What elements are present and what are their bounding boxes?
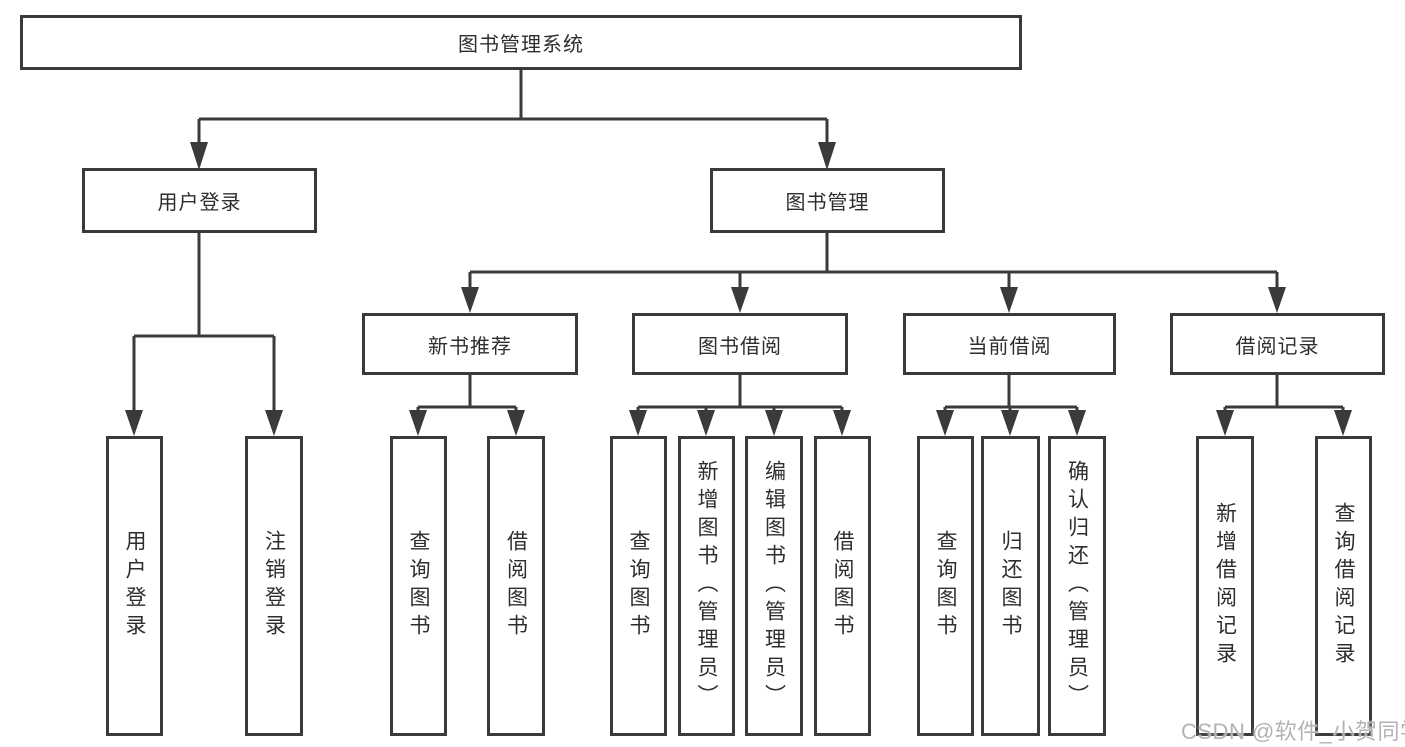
node-label: 查询借阅记录 — [1332, 502, 1355, 670]
node-label: 借阅记录 — [1235, 335, 1320, 358]
node-label: 图书借阅 — [698, 335, 782, 358]
node-label: 当前借阅 — [967, 335, 1052, 358]
node-label: 新增借阅记录 — [1213, 502, 1237, 670]
node-label: 编辑图书（管理员） — [762, 460, 786, 712]
node-label: 用户登录 — [123, 530, 146, 642]
leaf-edit-book-admin: 编辑图书（管理员） — [745, 436, 803, 736]
node-label: 借阅图书 — [504, 530, 528, 642]
leaf-query-borrow-record: 查询借阅记录 — [1315, 436, 1372, 736]
leaf-user-login: 用户登录 — [106, 436, 163, 736]
node-label: 用户登录 — [157, 192, 242, 214]
node-current-borrow: 当前借阅 — [903, 313, 1116, 375]
leaf-add-book-admin: 新增图书（管理员） — [678, 436, 735, 736]
node-label: 图书管理 — [785, 192, 870, 214]
leaf-add-borrow-record: 新增借阅记录 — [1196, 436, 1254, 736]
leaf-query-books-current: 查询图书 — [917, 436, 974, 736]
node-label: 查询图书 — [934, 530, 957, 642]
node-label: 借阅图书 — [831, 530, 854, 642]
node-user-login: 用户登录 — [82, 168, 317, 233]
node-label: 归还图书 — [999, 530, 1022, 642]
leaf-query-books-recommend: 查询图书 — [390, 436, 447, 736]
leaf-confirm-return-admin: 确认归还（管理员） — [1048, 436, 1106, 736]
node-label: 查询图书 — [407, 530, 430, 642]
node-library-system: 图书管理系统 — [20, 15, 1022, 70]
leaf-borrow-books: 借阅图书 — [814, 436, 871, 736]
node-book-management: 图书管理 — [710, 168, 945, 233]
leaf-return-books: 归还图书 — [981, 436, 1040, 736]
node-label: 图书管理系统 — [458, 34, 584, 56]
leaf-borrow-books-recommend: 借阅图书 — [487, 436, 545, 736]
node-new-book-recommend: 新书推荐 — [362, 313, 578, 375]
arrowheads — [125, 142, 1352, 436]
node-book-borrow: 图书借阅 — [632, 313, 848, 375]
node-label: 注销登录 — [262, 530, 286, 642]
node-label: 新增图书（管理员） — [695, 460, 718, 712]
node-label: 查询图书 — [627, 530, 650, 642]
node-label: 新书推荐 — [428, 335, 512, 358]
leaf-query-books-borrow: 查询图书 — [610, 436, 667, 736]
node-borrow-records: 借阅记录 — [1170, 313, 1385, 375]
leaf-logout: 注销登录 — [245, 436, 303, 736]
csdn-watermark: CSDN @软件_小贺同学 — [1181, 719, 1405, 744]
node-label: 确认归还（管理员） — [1065, 460, 1089, 712]
